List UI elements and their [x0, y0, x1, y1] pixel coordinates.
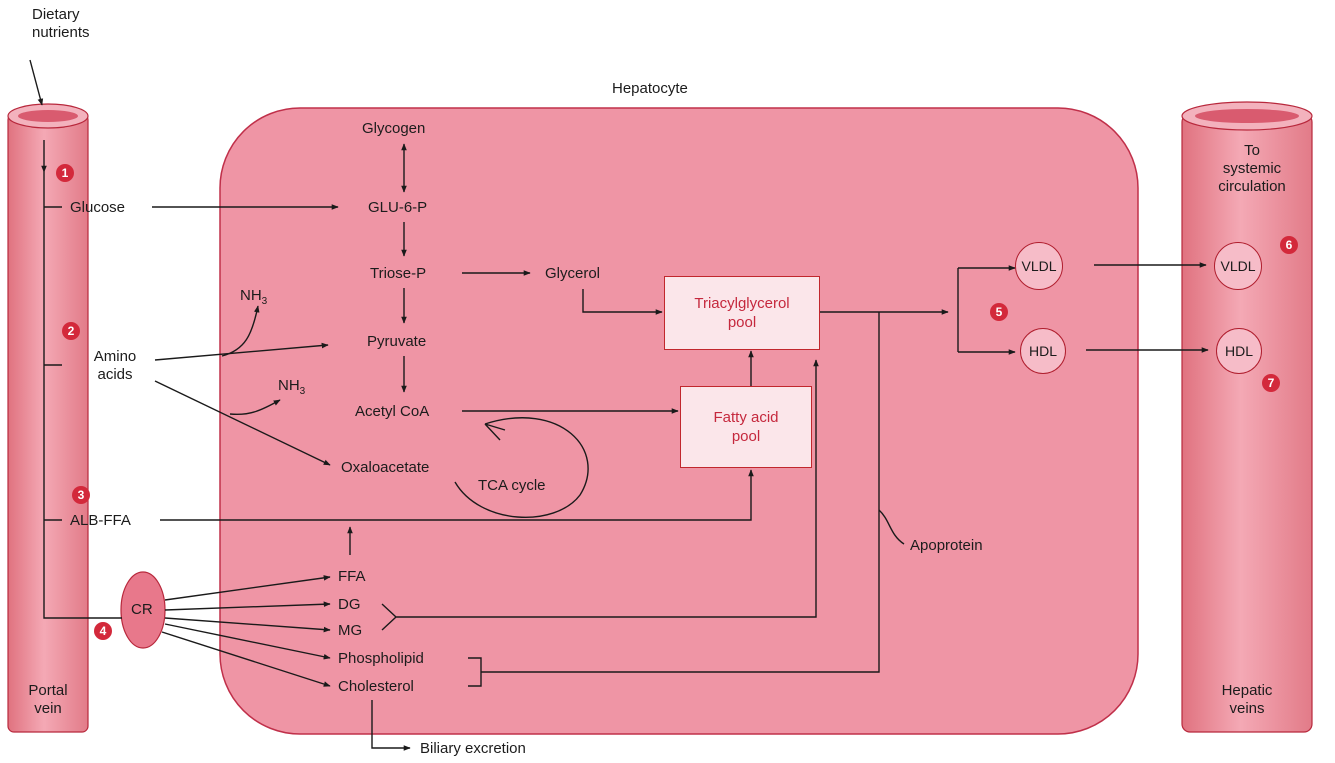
- biliary-arrow: [371, 700, 411, 751]
- dietary-nutrients-label: Dietary nutrients: [32, 6, 90, 41]
- alb-ffa-arrow: [160, 469, 754, 521]
- cholesterol-label: Cholesterol: [338, 678, 414, 695]
- cr-mg-arrow: [164, 617, 331, 633]
- step-badge-4: 4: [94, 622, 112, 640]
- hepatic-veins-label: Hepatic veins: [1221, 682, 1273, 717]
- amino-acids-label: Amino acids: [93, 348, 137, 383]
- apoprotein-pointer: [878, 509, 905, 545]
- step-badge-6: 6: [1280, 236, 1298, 254]
- hepatocyte-label: Hepatocyte: [612, 80, 688, 97]
- dietary-arrow: [29, 59, 44, 106]
- nh3-label-2: NH3: [278, 377, 306, 397]
- glu6p-label: GLU-6-P: [368, 199, 428, 216]
- portal-vein-label: Portal vein: [28, 682, 68, 717]
- alb-ffa-label: ALB-FFA: [70, 512, 131, 529]
- pyruvate-label: Pyruvate: [367, 333, 427, 350]
- dgmg-tag-arrow: [381, 360, 816, 631]
- amino-nh3-arrow-1: [221, 305, 260, 357]
- tca-cycle-label: TCA cycle: [478, 477, 546, 494]
- cr-cholesterol-arrow: [161, 631, 331, 687]
- lipid-bracket: [468, 312, 880, 687]
- triose-p-label: Triose-P: [370, 265, 427, 282]
- glycerol-tag-arrow: [582, 289, 663, 315]
- dg-label: DG: [338, 596, 361, 613]
- cr-label: CR: [131, 601, 153, 618]
- hdl-node-liver: HDL: [1020, 328, 1066, 374]
- glycerol-label: Glycerol: [545, 265, 601, 282]
- oxaloacetate-label: Oxaloacetate: [341, 459, 430, 476]
- amino-oxaloacetate-arrow: [154, 380, 331, 466]
- step-badge-1: 1: [56, 164, 74, 182]
- hepatocyte-cell: [219, 107, 1139, 735]
- cr-phospholipid-arrow: [164, 623, 331, 660]
- amino-nh3-arrow-2: [229, 399, 281, 416]
- step-badge-7: 7: [1262, 374, 1280, 392]
- portal-bracket: [43, 172, 122, 619]
- mg-label: MG: [338, 622, 363, 639]
- tca-cycle-loop: [454, 417, 589, 518]
- step-badge-5: 5: [990, 303, 1008, 321]
- portal-vein: [7, 103, 89, 733]
- step-badge-3: 3: [72, 486, 90, 504]
- hdl-node-blood: HDL: [1216, 328, 1262, 374]
- glycogen-label: Glycogen: [362, 120, 426, 137]
- step-badge-2: 2: [62, 322, 80, 340]
- phospholipid-label: Phospholipid: [338, 650, 424, 667]
- ffa-label: FFA: [338, 568, 366, 585]
- vldl-node-blood: VLDL: [1214, 242, 1262, 290]
- glucose-label: Glucose: [70, 199, 126, 216]
- triacylglycerol-pool-box: Triacylglycerol pool: [664, 276, 820, 350]
- amino-pyruvate-arrow: [154, 342, 329, 361]
- acetyl-coa-label: Acetyl CoA: [355, 403, 430, 420]
- cr-dg-arrow: [164, 601, 331, 611]
- cr-ffa-arrow: [164, 575, 331, 601]
- fatty-acid-pool-box: Fatty acid pool: [680, 386, 812, 468]
- biliary-excretion-label: Biliary excretion: [420, 740, 526, 757]
- to-systemic-circulation-label: To systemic circulation: [1218, 142, 1286, 195]
- nh3-label-1: NH3: [240, 287, 268, 307]
- apoprotein-label: Apoprotein: [910, 537, 983, 554]
- vldl-node-liver: VLDL: [1015, 242, 1063, 290]
- hepatic-vein: [1181, 101, 1313, 733]
